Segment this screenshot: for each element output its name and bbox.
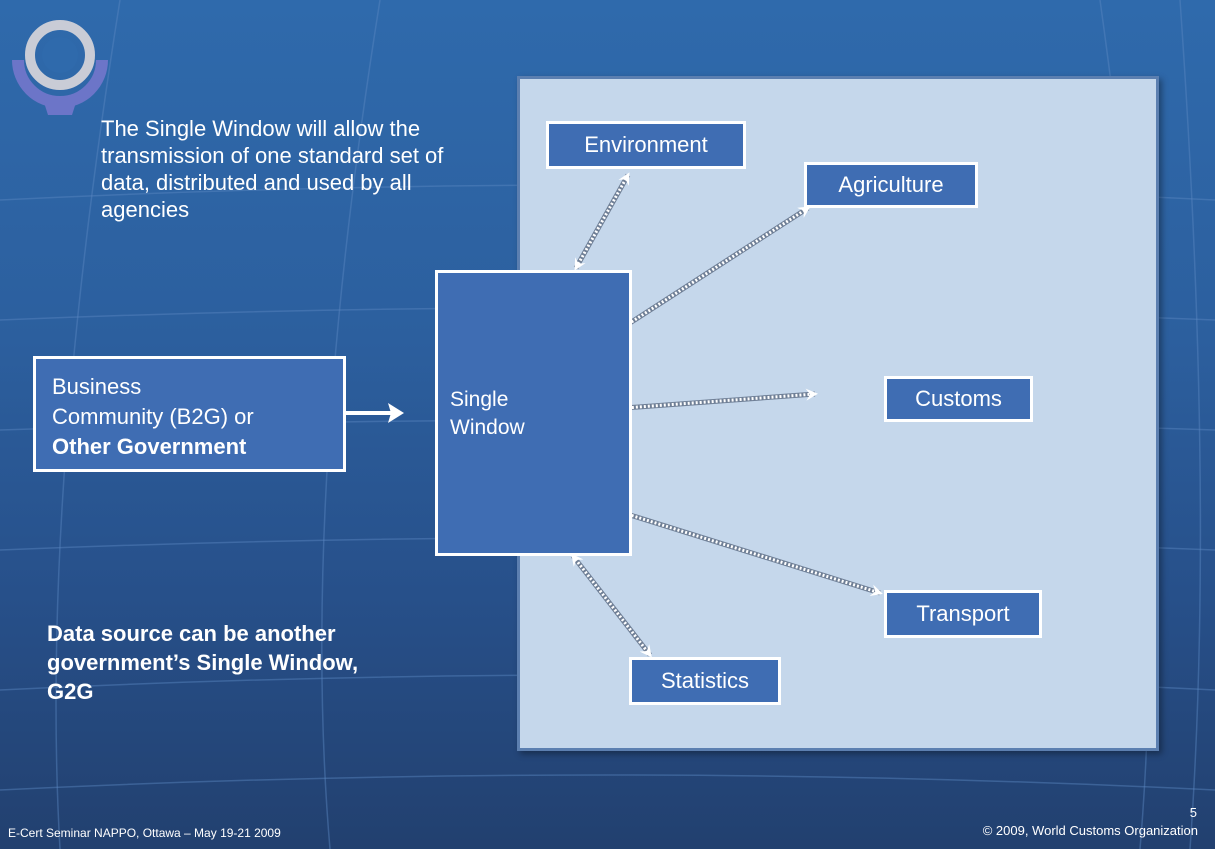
transport-box: Transport bbox=[884, 590, 1042, 638]
agriculture-box: Agriculture bbox=[804, 162, 978, 208]
environment-box: Environment bbox=[546, 121, 746, 169]
customs-label: Customs bbox=[915, 386, 1002, 411]
single-window-label: Single Window bbox=[450, 388, 525, 439]
business-line1: Business bbox=[52, 374, 142, 399]
transport-label: Transport bbox=[916, 601, 1010, 626]
footer-seminar: E-Cert Seminar NAPPO, Ottawa – May 19-21… bbox=[8, 826, 281, 840]
business-line3: Other Government bbox=[52, 434, 247, 459]
arrow-statistics bbox=[571, 553, 652, 658]
business-community-box: Business Community (B2G) or Other Govern… bbox=[33, 356, 346, 472]
environment-label: Environment bbox=[584, 132, 708, 157]
intro-text: The Single Window will allow the transmi… bbox=[101, 116, 444, 222]
business-line2: Community (B2G) or bbox=[52, 404, 254, 429]
statistics-box: Statistics bbox=[629, 657, 781, 705]
wco-logo-icon bbox=[12, 20, 108, 115]
data-source-text: Data source can be another government’s … bbox=[47, 621, 359, 704]
arrow-customs bbox=[581, 388, 818, 417]
statistics-label: Statistics bbox=[660, 668, 750, 693]
customs-box: Customs bbox=[884, 376, 1033, 422]
agriculture-label: Agriculture bbox=[838, 172, 944, 197]
page-number: 5 bbox=[1189, 805, 1197, 820]
single-window-box: Single Window bbox=[435, 270, 632, 556]
footer-copyright: © 2009, World Customs Organization bbox=[982, 823, 1198, 838]
